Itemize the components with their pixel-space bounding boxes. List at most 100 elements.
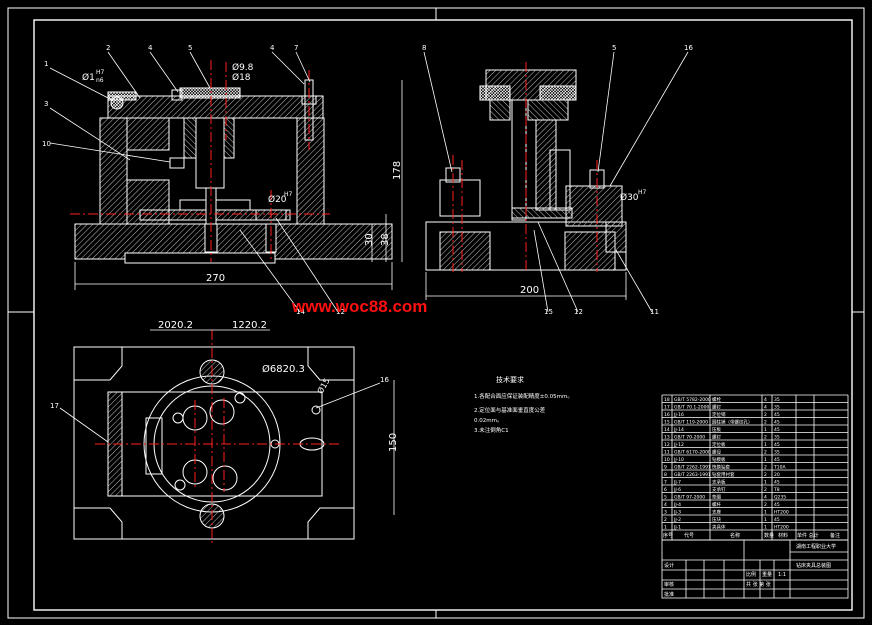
bom-cell: 13 <box>664 435 670 441</box>
bom-cell: 20 <box>774 472 780 478</box>
bom-cell: 35 <box>774 397 780 403</box>
bom-cell: 1 <box>764 427 767 433</box>
front-view <box>74 79 393 264</box>
bom-cell: 2 <box>764 412 767 418</box>
bom-header-cell: 名称 <box>730 532 740 539</box>
bom-cell: JJ-7 <box>673 480 681 486</box>
front-dia-3: Ø18 <box>232 72 251 83</box>
bom-cell: 7 <box>664 480 667 486</box>
bom-cell: 4 <box>664 502 667 508</box>
bom-cell: 夹具体 <box>712 524 726 531</box>
notes-line-1: 1.各配合面应保证装配精度±0.05mm。 <box>474 392 573 400</box>
bom-cell: 压板 <box>712 426 721 433</box>
bom-cell: 6 <box>664 487 667 493</box>
bom-cell: 支承钉 <box>712 486 726 493</box>
front-height-dim: 178 <box>392 161 403 180</box>
drawing-title: 钻床夹具总装图 <box>796 562 831 569</box>
side-callout-16: 16 <box>684 44 693 52</box>
bom-cell: 4 <box>764 405 767 411</box>
bom-cell: 45 <box>774 502 780 508</box>
bom-cell: JJ-1 <box>673 525 681 531</box>
bom-cell: 1 <box>664 525 667 531</box>
approve-label: 批准 <box>664 591 674 598</box>
bom-cell: 定位销 <box>712 411 726 418</box>
bom-header-cell: 序号 <box>663 532 673 539</box>
callout-numbers: 1 2 3 4 5 7 10 4 14 12 8 5 16 15 12 11 1… <box>42 44 693 410</box>
bom-cell: 12 <box>664 442 670 448</box>
side-callout-8: 8 <box>422 44 426 52</box>
scale-value: 1:1 <box>778 572 786 578</box>
bom-cell: 8 <box>664 472 667 478</box>
bom-header-cell: 数量 <box>764 532 774 539</box>
bom-cell: JJ-3 <box>673 510 681 516</box>
title-block <box>661 539 849 599</box>
bom-cell: 快换钻套 <box>712 464 730 471</box>
top-view <box>73 346 355 540</box>
front-view-centerlines <box>70 60 330 262</box>
bom-cell: 压块 <box>712 516 721 523</box>
bom-cell: JJ-4 <box>673 502 681 508</box>
bom-cell: 45 <box>774 412 780 418</box>
bom-cell: GB/T 119-2000 <box>674 420 708 426</box>
bom-cell: 支承板 <box>712 479 726 486</box>
front-dia-4-fit: H7 <box>284 191 293 198</box>
callout-2: 2 <box>106 44 110 52</box>
bom-cell: 17 <box>664 405 670 411</box>
bom-cell: GB/T 70-2000 <box>674 435 705 441</box>
front-dia-1-fit-upper: H7 <box>96 69 105 76</box>
bom-cell: 10 <box>664 457 670 463</box>
side-view-centerlines <box>452 62 598 272</box>
top-view-centerlines <box>95 330 340 545</box>
watermark: www.woc88.com <box>291 297 427 316</box>
bom-cell: 钻模板 <box>712 456 726 463</box>
technical-notes: 技术要求 1.各配合面应保证装配精度±0.05mm。 2.定位面与基准面垂直度公… <box>474 375 573 434</box>
bom-cell: GB/T 6170-2000 <box>674 450 711 456</box>
bom-header-cell: 代号 <box>684 532 694 539</box>
company-name: 湖南工程职业大学 <box>796 543 836 550</box>
bom-header-cell: 备注 <box>830 532 840 539</box>
callout-14: 14 <box>296 308 305 316</box>
bom-cell: 45 <box>774 420 780 426</box>
bom-cell: 2 <box>764 465 767 471</box>
callout-7: 7 <box>294 44 298 52</box>
side-callout-5: 5 <box>612 44 616 52</box>
bom-cell: JJ-10 <box>673 457 684 463</box>
bom-cell: JJ-12 <box>673 442 684 448</box>
bom-cell: 45 <box>774 517 780 523</box>
callout-4: 4 <box>148 44 153 52</box>
bom-cell: 11 <box>664 450 670 456</box>
side-callout-12: 12 <box>574 308 583 316</box>
bom-cell: JJ-14 <box>673 427 684 433</box>
front-dia-1-fit-lower: n6 <box>96 77 104 84</box>
bom-cell: 45 <box>774 427 780 433</box>
bom-cell: 35 <box>774 450 780 456</box>
bom-cell: 1 <box>764 510 767 516</box>
callout-1: 1 <box>44 60 48 68</box>
front-dia-1: Ø1 <box>82 72 95 83</box>
top-dim-small: Ø15 <box>315 376 332 395</box>
bom-cell: 1 <box>764 525 767 531</box>
bom-cell: GB/T 2263-1991 <box>674 472 711 478</box>
front-dia-4: Ø20 <box>268 194 287 205</box>
leader-lines <box>49 51 689 443</box>
top-callout-16: 16 <box>380 376 389 384</box>
callout-12: 12 <box>336 308 345 316</box>
side-callout-15: 15 <box>544 308 553 316</box>
bom-cell: 2 <box>764 487 767 493</box>
bom-cell: 螺栓 <box>712 396 721 403</box>
bom-cell: JJ-2 <box>673 517 681 523</box>
bom-cell: GB/T 2262-1991 <box>674 465 711 471</box>
bom-cell: 45 <box>774 457 780 463</box>
bom-cell: 1 <box>764 480 767 486</box>
bill-of-materials <box>661 394 849 541</box>
front-base-dim: 30 <box>364 233 375 246</box>
weight-label: 重量 <box>762 571 772 578</box>
bom-cell: 螺母 <box>712 449 721 456</box>
bom-cell: GB/T 97-2000 <box>674 495 705 501</box>
bom-cell: Q235 <box>774 495 786 501</box>
bom-cell: 45 <box>774 480 780 486</box>
bom-cell: 15 <box>664 420 670 426</box>
